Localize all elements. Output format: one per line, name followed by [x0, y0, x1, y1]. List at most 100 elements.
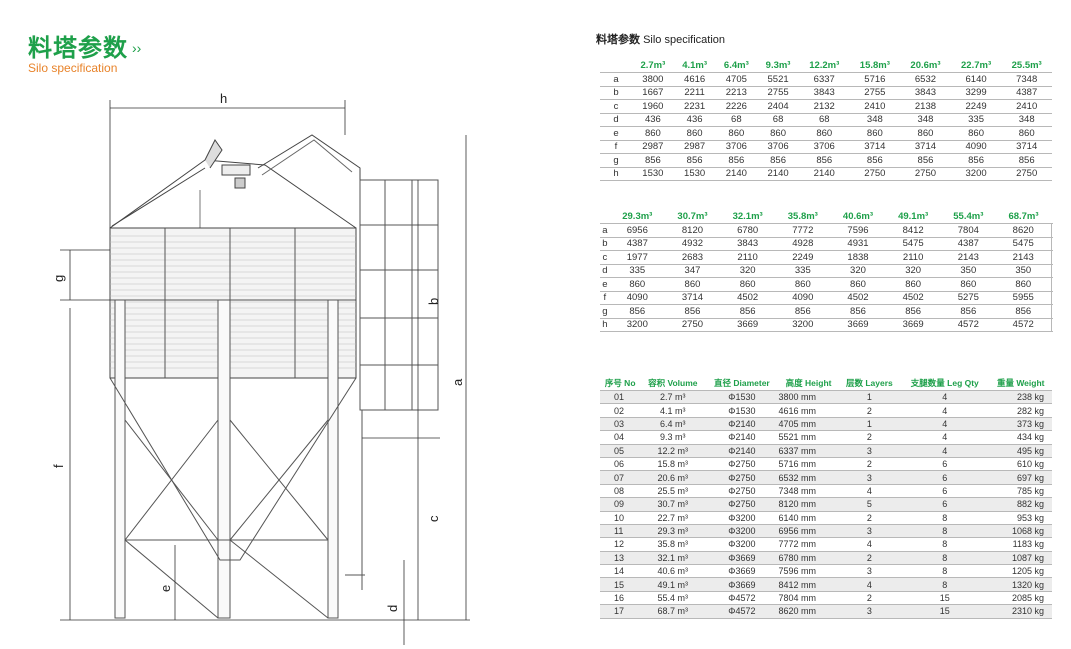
page-title: 料塔参数	[28, 34, 128, 62]
table-cell: 3200	[626, 319, 648, 331]
table-cell: 7772	[792, 224, 814, 236]
table-cell: 6	[942, 485, 948, 496]
table-cell: 1667	[642, 87, 664, 99]
table-cell: 436	[644, 114, 661, 126]
table-cell: 2132	[813, 100, 835, 112]
row-key: c	[602, 251, 608, 263]
table-cell: 4931	[847, 238, 869, 250]
table-cell: Φ2750	[728, 472, 756, 483]
table-cell: 3706	[813, 141, 835, 153]
table-cell: 7772 mm	[778, 539, 817, 550]
table-cell: 03	[614, 418, 625, 429]
table-cell: 860	[644, 127, 661, 139]
table-cell: 5521 mm	[778, 432, 817, 443]
table-cell: 5521	[767, 73, 789, 85]
table-cell: 860	[905, 278, 922, 290]
table-cell: 8	[942, 552, 948, 563]
table-cell: 68	[772, 114, 784, 126]
table-cell: 1530	[642, 168, 664, 180]
table-cell: 860	[968, 127, 984, 139]
table-cell: 856	[905, 305, 922, 317]
table-cell: 4	[866, 485, 872, 496]
table-cell: 350	[1015, 265, 1032, 277]
table-cell: 335	[794, 265, 811, 277]
table2-col: 30.7m³	[677, 210, 708, 222]
table-cell: 856	[684, 305, 701, 317]
table-cell: 4502	[902, 292, 924, 304]
table-cell: Φ4572	[728, 593, 756, 604]
table-cell: 856	[968, 154, 984, 166]
table-cell: 8	[942, 526, 948, 537]
table-cell: 3714	[1016, 141, 1038, 153]
table-cell: 1	[866, 418, 872, 429]
table-cell: 8120	[681, 224, 704, 236]
table-cell: 8120 mm	[778, 499, 817, 510]
table-cell: 02	[614, 405, 625, 416]
empty-cell	[1050, 237, 1052, 251]
table-cell: 5475	[1012, 238, 1034, 250]
table-cell: 29.3 m³	[657, 526, 689, 537]
table-cell: 2	[866, 512, 872, 523]
table1-col: 2.7m³	[640, 59, 666, 71]
table-cell: 4572	[957, 319, 979, 331]
table-cell: 05	[614, 445, 625, 456]
table-cell: 14	[614, 566, 625, 577]
table-cell: 1068 kg	[1011, 526, 1044, 537]
table-cell: 2987	[684, 141, 706, 153]
table-cell: 4090	[965, 141, 987, 153]
table-cell: Φ1530	[728, 405, 756, 416]
dim-label-f: f	[51, 464, 66, 468]
table-cell: 4572	[1012, 319, 1034, 331]
table-cell: 860	[794, 278, 811, 290]
table-cell: 15.8 m³	[657, 459, 689, 470]
table-cell: 3843	[914, 87, 937, 99]
table-cell: 2750	[1016, 168, 1038, 180]
table-cell: 4705	[725, 73, 747, 85]
table-cell: 20.6 m³	[657, 472, 689, 483]
table-cell: 25.5 m³	[657, 485, 689, 496]
table-cell: 3669	[902, 319, 924, 331]
row-key: g	[602, 305, 608, 317]
table-cell: 10	[614, 512, 625, 523]
table-cell: 49.1 m³	[657, 579, 689, 590]
table-cell: 495 kg	[1016, 445, 1044, 456]
table-cell: 348	[917, 114, 934, 126]
table-cell: 434 kg	[1016, 432, 1044, 443]
table2-col: 35.8m³	[787, 210, 818, 222]
table-cell: 2231	[684, 100, 706, 112]
table-cell: 2404	[767, 100, 789, 112]
table-cell: 4	[942, 392, 948, 403]
table-cell: 4705 mm	[778, 418, 817, 429]
silo-body	[109, 227, 357, 379]
table-cell: 4616 mm	[778, 405, 817, 416]
table-cell: 4502	[847, 292, 869, 304]
table-cell: Φ2750	[728, 499, 756, 510]
table-cell: 3714	[681, 292, 704, 304]
table-cell: 3	[866, 566, 872, 577]
table-cell: 32.1 m³	[657, 552, 689, 563]
table-cell: 2755	[767, 87, 789, 99]
table-cell: 856	[816, 154, 833, 166]
table-cell: 30.7 m³	[657, 499, 689, 510]
table-cell: Φ3669	[728, 566, 756, 577]
table-cell: 6337	[813, 73, 835, 85]
row-key: a	[602, 224, 608, 236]
table-cell: 5475	[902, 238, 924, 250]
row-key: c	[613, 100, 619, 112]
table-cell: 860	[1015, 278, 1032, 290]
table-cell: 436	[686, 114, 703, 126]
table2-col: 29.3m³	[622, 210, 653, 222]
table-cell: 3706	[725, 141, 747, 153]
t3-header-layers: 层数 Layers	[846, 378, 893, 388]
table-cell: 6140 mm	[778, 512, 817, 523]
